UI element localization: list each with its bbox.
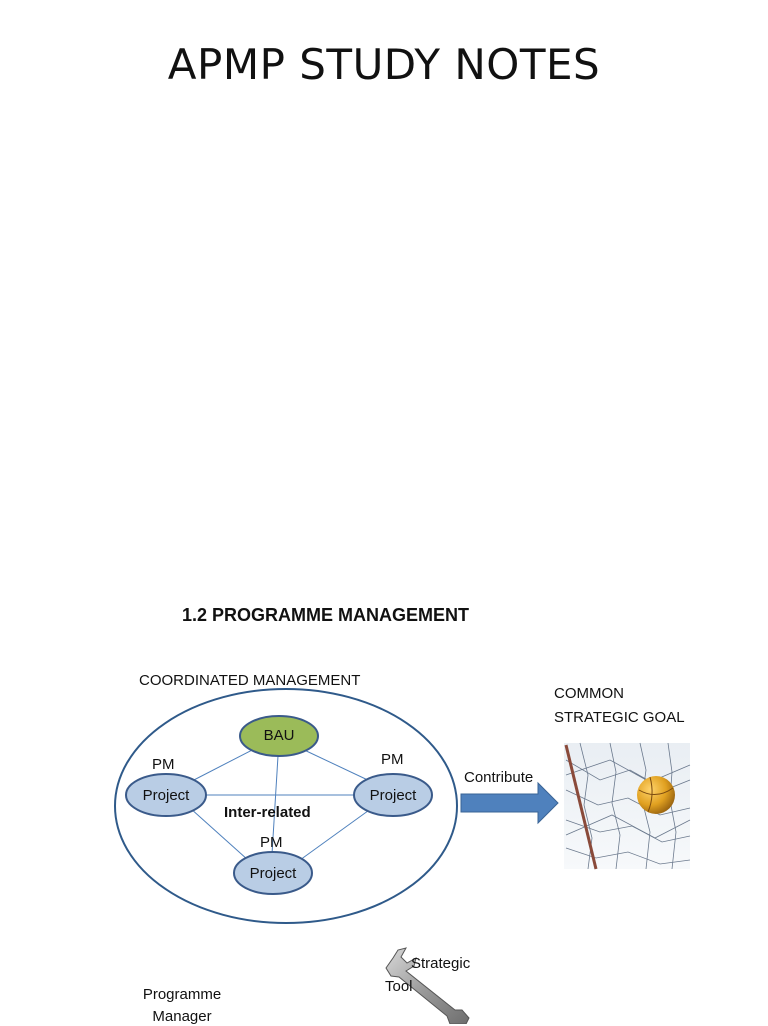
project-label-right: Project (369, 787, 417, 804)
goal-net-icon (564, 742, 691, 870)
bau-node (239, 715, 319, 757)
contribute-arrow (460, 781, 559, 825)
pm-label-left: PM (152, 756, 175, 773)
project-label-bottom: Project (249, 865, 297, 882)
project-label-left: Project (142, 787, 190, 804)
pm-label-right: PM (381, 751, 404, 768)
section-heading: 1.2 PROGRAMME MANAGEMENT (182, 605, 470, 625)
contribute-label: Contribute (464, 769, 534, 786)
goal-label-line2: STRATEGIC GOAL (554, 709, 685, 726)
programme-ellipse (114, 688, 458, 924)
programme-manager-label-line1: Programme (142, 986, 222, 1003)
inter-related-label: Inter-related (224, 804, 311, 821)
connector-lines (189, 747, 373, 861)
wrench-icon (385, 947, 470, 1024)
bau-label: BAU (263, 727, 295, 744)
strategic-tool-label-line2: Tool (385, 978, 413, 995)
coordinated-management-label: COORDINATED MANAGEMENT (139, 672, 361, 689)
project-node-right (353, 773, 433, 817)
project-node-left (125, 773, 207, 817)
page-title: APMP STUDY NOTES (167, 40, 601, 89)
programme-manager-label-line2: Manager (152, 1008, 212, 1025)
pm-label-bottom: PM (260, 834, 283, 851)
goal-label-line1: COMMON (554, 685, 624, 702)
strategic-tool-label-line1: Strategic (411, 955, 471, 972)
project-node-bottom (233, 851, 313, 895)
